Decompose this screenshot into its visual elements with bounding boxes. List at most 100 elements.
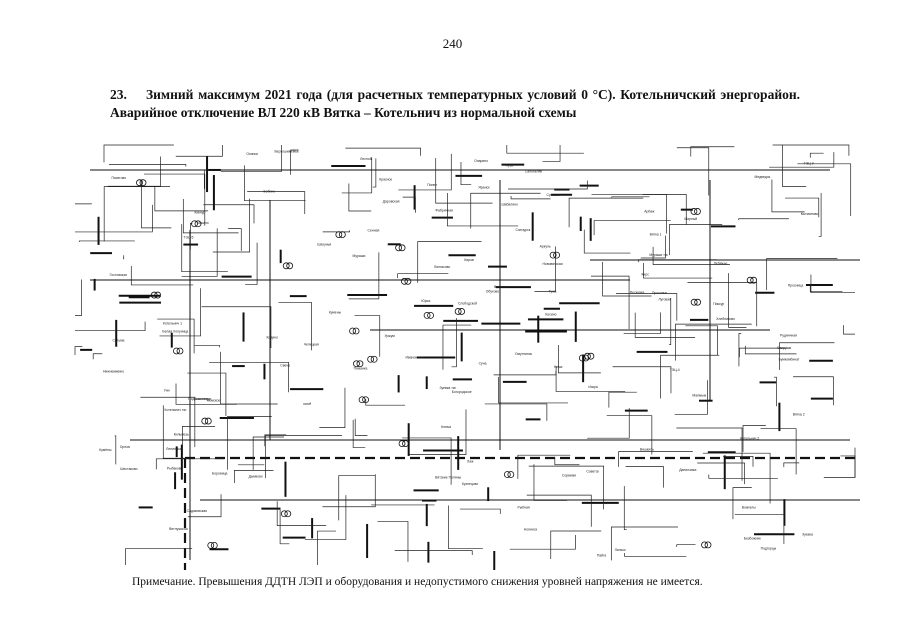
transmission-line [675,323,752,361]
station-label: Котельнич 1 [163,321,182,325]
transformer-symbol [191,220,198,228]
transmission-line [123,255,125,260]
station-label: Мураши тяг. [649,253,668,257]
transmission-line [590,275,630,330]
transformer-symbol [507,471,515,478]
transmission-line [108,164,187,167]
transformer-symbol [578,354,586,362]
transmission-line [660,354,720,399]
transmission-line [610,526,678,561]
transmission-line [265,435,342,478]
station-label: Шахунья [317,242,331,246]
transformer-symbol [398,244,406,252]
station-label: Ивановская [405,356,424,360]
transmission-line [74,346,83,356]
transmission-line [534,246,556,292]
station-label: Нема [554,365,563,369]
transmission-line [611,196,650,198]
station-label: Пижанка [354,366,368,370]
station-label: Пинюг [427,183,438,187]
station-label: Аркуль [540,244,551,248]
station-label: Кумёны [99,448,112,452]
transformer-symbol [587,352,595,360]
transmission-line [187,494,222,518]
transformer-symbol [201,417,209,425]
transmission-line [568,197,644,228]
transmission-line [773,376,777,407]
station-label: Бобино [263,190,275,194]
transformer-symbol [353,360,360,368]
transformer-symbol [582,354,590,362]
station-label: Арбаж [644,210,655,214]
station-label: Коминтерн [194,397,211,401]
transmission-line [322,230,350,233]
transformer-symbol [690,208,698,215]
station-label: Рыбаково [167,466,183,470]
transmission-line [103,144,174,163]
transmission-line [738,218,789,220]
station-label: Ключи [441,425,451,429]
transformer-symbol [701,541,708,549]
transmission-line [107,156,161,187]
transmission-line [676,147,710,196]
transmission-line [602,261,652,297]
transmission-line [103,186,171,242]
transmission-line [181,224,228,273]
transmission-line [377,521,409,562]
transmission-line [643,262,713,279]
transformer-symbol [750,276,758,284]
transmission-line [623,312,661,334]
heading-text: Зимний максимум 2021 года (для расчетных… [110,87,800,120]
transmission-line [517,454,571,479]
station-label: Мокино [197,221,209,225]
transformer-symbol [280,510,288,518]
transmission-line [652,246,730,265]
transmission-line [348,183,372,212]
transmission-line [252,436,285,470]
transmission-line [228,228,242,251]
transmission-line [78,240,135,243]
transmission-line [708,474,778,479]
transformer-symbol [427,311,434,319]
transmission-line [220,351,278,405]
transmission-line [809,152,824,158]
transmission-line [732,487,752,520]
station-label: Нововятская [542,262,562,266]
transformer-symbol [690,298,698,306]
transformer-symbol [401,277,408,285]
transmission-line [394,550,473,556]
transmission-line [175,383,237,405]
station-label: Вятка 2 [793,413,805,417]
station-label: Бумкомбинат [779,357,800,361]
transmission-line [75,321,146,332]
station-label: Кузнецово [462,482,479,486]
transmission-line [409,409,467,455]
station-label: Зуевка тяг. [439,386,456,390]
station-label: Сунская [547,193,560,197]
transformer-symbol [282,262,290,270]
transmission-line [247,191,306,214]
transmission-line [498,376,568,404]
transmission-line [159,288,201,337]
transmission-line [509,535,576,550]
station-label: Чепецкая [304,343,319,347]
station-label: Шестаково [120,467,137,471]
transformer-symbol [335,231,343,238]
station-label: Суна [479,361,487,365]
transformer-symbol [704,541,712,549]
transformer-symbol [358,396,366,404]
station-label: Пайга [597,553,606,557]
transmission-line [783,462,800,468]
transformer-symbol [423,311,431,319]
station-label: ТЭЦ-3 [804,162,814,166]
transformer-symbol [583,352,591,360]
transmission-line [278,302,312,351]
transmission-line [668,298,672,346]
transmission-line [555,366,626,392]
station-label: Рудничная [780,333,797,337]
transmission-line [442,324,472,370]
transformer-symbol [404,277,412,285]
transmission-line [244,165,306,202]
